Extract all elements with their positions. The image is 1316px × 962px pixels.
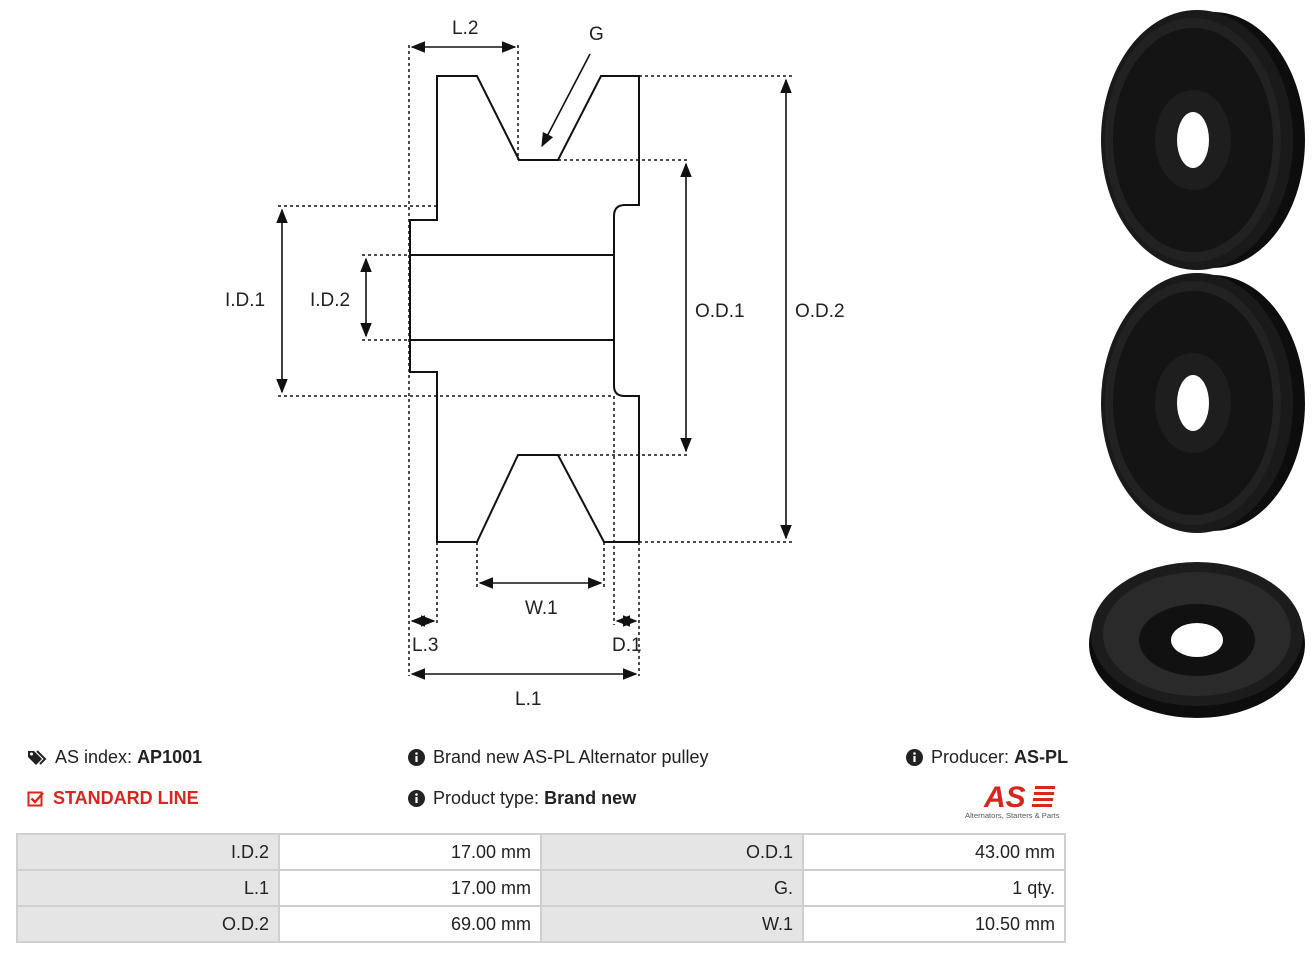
extension-lines	[278, 45, 795, 676]
specs-table: I.D.2 17.00 mm O.D.1 43.00 mm L.1 17.00 …	[16, 833, 1066, 943]
logo-brand: AS	[983, 781, 1026, 814]
product-type-label: Product type:	[433, 788, 540, 808]
producer-value: AS-PL	[1014, 747, 1069, 767]
spec-key: W.1	[541, 907, 802, 941]
table-row: O.D.2 69.00 mm W.1 10.50 mm	[18, 907, 1064, 941]
pulley-photo-angled	[1101, 273, 1305, 533]
logo-tagline: Alternators, Starters & Parts	[965, 811, 1060, 820]
product-description: Brand new AS-PL Alternator pulley	[408, 747, 709, 768]
dimension-arrows	[276, 41, 792, 680]
pulley-photo-top	[1089, 562, 1305, 718]
check-square-icon	[27, 790, 45, 808]
description-text: Brand new AS-PL Alternator pulley	[433, 747, 709, 767]
standard-line-text: STANDARD LINE	[53, 788, 199, 808]
producer: Producer: AS-PL	[906, 747, 1068, 768]
label-d1: D.1	[612, 635, 642, 656]
pulley-photo-front	[1101, 10, 1305, 270]
standard-line-badge: STANDARD LINE	[27, 788, 199, 809]
spec-value: 69.00 mm	[280, 907, 540, 941]
product-type-value: Brand new	[544, 788, 637, 808]
spec-value: 10.50 mm	[803, 907, 1064, 941]
as-pl-logo: AS Alternators, Starters & Parts	[965, 781, 1060, 820]
product-type: Product type: Brand new	[408, 788, 636, 809]
label-od2: O.D.2	[795, 301, 845, 322]
spec-key: I.D.2	[18, 835, 278, 869]
label-id2: I.D.2	[310, 290, 350, 311]
info-icon	[408, 790, 425, 807]
label-od1: O.D.1	[695, 301, 745, 322]
as-index: AS index: AP1001	[27, 747, 202, 768]
table-row: I.D.2 17.00 mm O.D.1 43.00 mm	[18, 835, 1064, 869]
label-g: G	[589, 24, 604, 45]
label-w1: W.1	[525, 598, 558, 619]
spec-value: 17.00 mm	[280, 871, 540, 905]
tags-icon	[27, 749, 47, 767]
label-id1: I.D.1	[225, 290, 265, 311]
spec-key: G.	[541, 871, 802, 905]
pulley-dimension-diagram: L.2 G I.D.1 I.D.2 O.D.1 O.D.2 W.1 L.3 D.…	[225, 18, 845, 710]
pulley-outline	[409, 75, 640, 543]
spec-key: L.1	[18, 871, 278, 905]
producer-label: Producer:	[931, 747, 1010, 767]
info-icon	[906, 749, 923, 766]
info-icon	[408, 749, 425, 766]
label-l1: L.1	[515, 689, 541, 710]
as-index-label: AS index:	[55, 747, 133, 767]
table-row: L.1 17.00 mm G. 1 qty.	[18, 871, 1064, 905]
spec-value: 1 qty.	[803, 871, 1064, 905]
spec-value: 17.00 mm	[280, 835, 540, 869]
spec-key: O.D.1	[541, 835, 802, 869]
as-index-value: AP1001	[137, 747, 203, 767]
label-l3: L.3	[412, 635, 438, 656]
spec-key: O.D.2	[18, 907, 278, 941]
spec-value: 43.00 mm	[803, 835, 1064, 869]
label-l2: L.2	[452, 18, 478, 39]
